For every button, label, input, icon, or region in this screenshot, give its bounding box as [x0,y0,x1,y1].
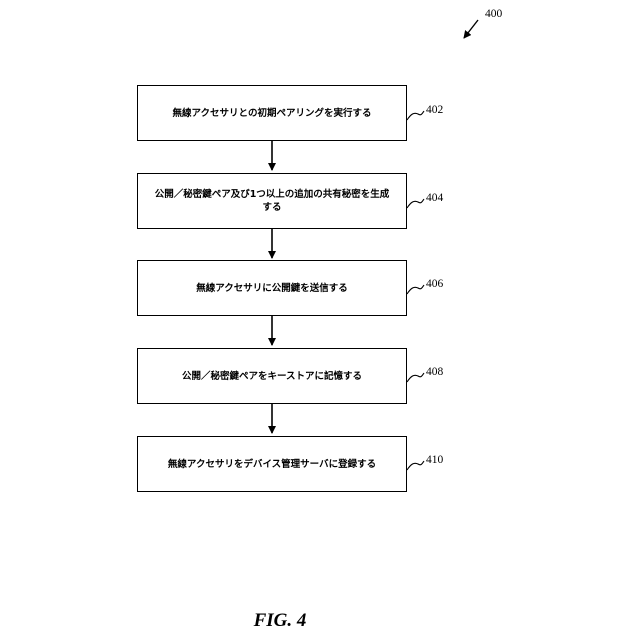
figure-caption: FIG. 4 [0,610,560,632]
ref-leader-402 [407,111,424,120]
step-text-3: 無線アクセサリに公開鍵を送信する [154,282,390,295]
step-box-5: 無線アクセサリをデバイス管理サーバに登録する [137,436,407,492]
step-box-3: 無線アクセサリに公開鍵を送信する [137,260,407,316]
figure-ref-arrow [464,20,478,38]
ref-leader-406 [407,285,424,294]
step-text-1: 無線アクセサリとの初期ペアリングを実行する [154,107,390,120]
step-ref-2: 404 [426,192,443,204]
step-box-1: 無線アクセサリとの初期ペアリングを実行する [137,85,407,141]
ref-leader-410 [407,461,424,470]
figure-ref-number: 400 [485,8,502,20]
step-ref-4: 408 [426,366,443,378]
ref-leader-408 [407,373,424,382]
ref-leader-404 [407,199,424,208]
step-ref-1: 402 [426,104,443,116]
step-text-4: 公開／秘密鍵ペアをキーストアに記憶する [154,370,390,383]
step-text-5: 無線アクセサリをデバイス管理サーバに登録する [154,458,390,471]
step-text-2: 公開／秘密鍵ペア及び1つ以上の追加の共有秘密を生成する [154,188,390,214]
step-box-4: 公開／秘密鍵ペアをキーストアに記憶する [137,348,407,404]
step-box-2: 公開／秘密鍵ペア及び1つ以上の追加の共有秘密を生成する [137,173,407,229]
step-ref-5: 410 [426,454,443,466]
step-ref-3: 406 [426,278,443,290]
